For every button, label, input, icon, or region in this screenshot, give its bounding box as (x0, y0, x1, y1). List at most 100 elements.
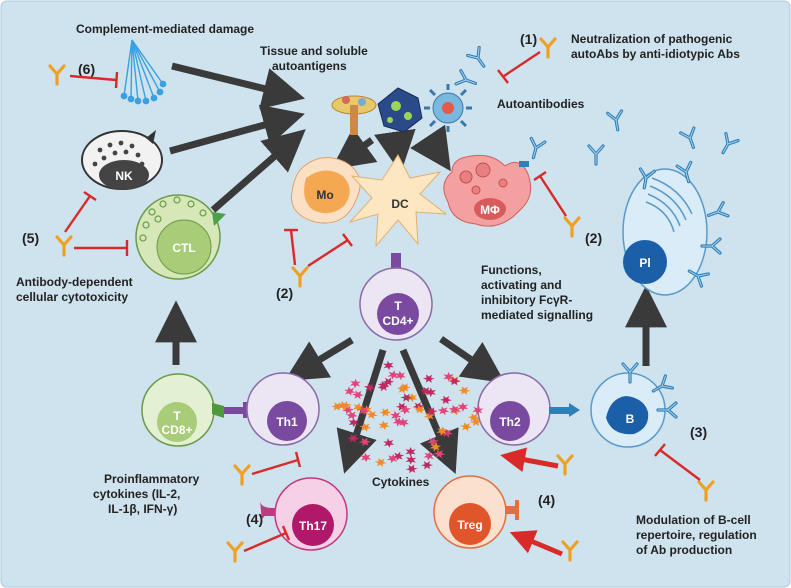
cytokine-icon (361, 405, 372, 415)
cd4-t-label: T (394, 299, 402, 313)
cytokine-icon (405, 455, 417, 465)
proinflam-label-3: IL-1β, IFN-γ) (108, 502, 177, 516)
cytokine-icon (344, 386, 356, 396)
autoantibodies-label: Autoantibodies (497, 97, 585, 111)
cd8-t-cell: T CD8+ (141, 373, 224, 447)
cd8-label: CD8+ (161, 423, 192, 437)
cytokine-icon (347, 434, 360, 443)
mphi-label: MΦ (480, 203, 500, 217)
cytokine-icon (414, 405, 426, 414)
cytokine-icon (390, 410, 402, 421)
nk-cell: NK (81, 130, 163, 190)
viral-antigen-icon (424, 84, 472, 132)
modulation-label-3: of Ab production (636, 543, 732, 557)
dark-arrows (155, 62, 667, 475)
neutralization-label-1: Neutralization of pathogenic (571, 32, 733, 46)
cytokine-icon (383, 438, 395, 448)
inhibit-4-th17 (243, 531, 287, 553)
cytokine-icon (387, 370, 399, 380)
cytokine-icon (349, 378, 361, 389)
th17-cell: Th17 (260, 477, 348, 551)
cd4-label: CD4+ (382, 314, 413, 328)
mo-label: Mo (316, 188, 333, 202)
cytokine-icon (378, 420, 390, 430)
cytokine-icon (437, 406, 450, 416)
cytokine-icon (405, 446, 416, 457)
cytokine-icon (457, 402, 469, 412)
cytokine-icon (396, 384, 409, 394)
inhibit-5-nk (64, 195, 91, 233)
cytokine-icon (460, 422, 472, 432)
nk-label: NK (115, 169, 133, 183)
cytokine-icon (448, 377, 461, 386)
complement-label: Complement-mediated damage (76, 22, 254, 36)
cytokine-icon (399, 405, 411, 415)
ctl-label: CTL (172, 241, 195, 255)
treg-cell: Treg (433, 475, 519, 549)
cytokine-icon (400, 393, 413, 403)
th1-cell: Th1 (224, 372, 320, 446)
arrow-nk-to-antigen (169, 104, 305, 155)
proinflam-label-1: Proinflammatory (104, 472, 200, 486)
marker-3: (3) (690, 424, 707, 440)
cytokine-icon (394, 370, 406, 381)
activate-treg-bottom (509, 530, 563, 557)
cytokine-icon (348, 417, 359, 428)
modulation-label-2: repertoire, regulation (636, 528, 757, 542)
functions-label-4: mediated signalling (481, 308, 593, 322)
cytokine-icon (379, 408, 392, 417)
cytokine-icon (352, 390, 364, 400)
inhibit-2-mo (289, 229, 297, 266)
arrow-antigen-to-mo (331, 127, 378, 170)
cytokine-icon (374, 458, 387, 467)
cytokine-icon (386, 453, 399, 464)
functions-label-2: activating and (481, 278, 562, 292)
cytokine-icon (357, 406, 370, 416)
cytokines-label: Cytokines (372, 475, 430, 489)
dendritic-cell: DC (348, 154, 448, 248)
plasma-label: Pl (639, 256, 650, 270)
cytokine-icon (429, 442, 442, 452)
th2-label: Th2 (499, 415, 521, 429)
cytokine-icon (468, 413, 480, 422)
cytokine-icon (422, 374, 435, 383)
cytokine-icon (358, 437, 371, 447)
cytokine-icon (425, 387, 436, 398)
cytokine-icon (345, 410, 358, 420)
cytokine-icon (366, 410, 378, 420)
cytokine-icon (359, 422, 372, 432)
cytokine-icon (331, 402, 344, 411)
inhibit-2-mphi (538, 175, 568, 217)
functions-label-1: Functions, (481, 263, 542, 277)
cytokine-icon (405, 464, 418, 474)
cytokine-icon (360, 452, 372, 463)
macrophage-cell: MΦ (443, 154, 532, 227)
cytokine-icon (421, 460, 433, 470)
cytokine-icon (395, 402, 408, 411)
complement-icon (120, 39, 167, 105)
monocyte-cell: Mo (290, 157, 361, 224)
marker-2-left: (2) (276, 285, 293, 301)
th1-label: Th1 (276, 415, 298, 429)
adcc-label-1: Antibody-dependent (16, 275, 133, 289)
activation-arrows (500, 447, 563, 557)
soluble-antigen-icon (377, 87, 423, 133)
autoantigen-cluster (331, 84, 472, 135)
ctl-cell: CTL (135, 194, 226, 280)
cytokine-icon (382, 377, 395, 387)
inhibit-2-dc (307, 238, 349, 268)
cytokine-icon (363, 383, 376, 393)
cytokine-icon (406, 392, 418, 403)
marker-2-right: (2) (585, 230, 602, 246)
functions-label-3: inhibitory FcγR- (481, 293, 572, 307)
cytokine-icon (377, 382, 390, 392)
arrow-ctl-to-antigen (210, 129, 306, 213)
arrow-cd4-to-th2 (439, 336, 506, 384)
cytokine-icon (383, 360, 394, 371)
cytokine-icon (423, 411, 435, 421)
th17-label: Th17 (299, 519, 327, 533)
arrow-complement-to-antigen (171, 62, 306, 110)
cytokine-icon (439, 395, 452, 405)
